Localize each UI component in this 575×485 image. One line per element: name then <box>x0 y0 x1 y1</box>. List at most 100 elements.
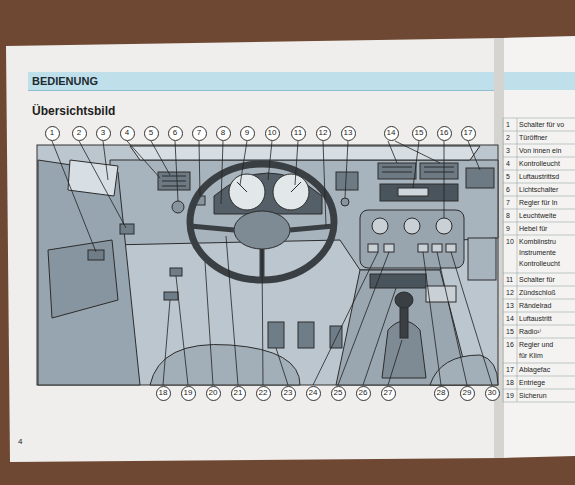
callout-text: 30 <box>488 389 497 397</box>
table-cell: Entriege <box>519 379 545 387</box>
table-cell: Radio¹⁾ <box>519 328 541 336</box>
table-cell: 9 <box>506 225 510 233</box>
dashboard-drawing <box>38 146 498 385</box>
table-cell: 1 <box>506 121 510 129</box>
table-cell: Schalter für <box>519 276 555 284</box>
callout-number: 3 <box>96 126 111 141</box>
callout-number: 13 <box>341 126 356 141</box>
table-cell: Schalter für vo <box>519 121 564 129</box>
callout-text: 21 <box>234 389 243 397</box>
table-cell: Leuchtweite <box>519 212 556 220</box>
callout-number: 16 <box>437 126 452 141</box>
table-cell: 14 <box>506 315 514 323</box>
callout-text: 17 <box>464 129 473 137</box>
callout-text: 28 <box>437 389 446 397</box>
table-cell: 5 <box>506 173 510 181</box>
callout-number: 24 <box>306 386 321 401</box>
table-cell: Zündschloß <box>519 289 556 297</box>
section-band: BEDIENUNG <box>28 72 494 91</box>
callout-text: 12 <box>319 129 328 137</box>
callout-text: 7 <box>197 129 201 137</box>
right-page <box>502 36 575 458</box>
callout-number: 26 <box>356 386 371 401</box>
leader-lines <box>52 141 492 385</box>
table-cell: 10 <box>506 238 514 246</box>
table-cell: Ablagefac <box>519 366 550 374</box>
callout-text: 24 <box>309 389 318 397</box>
page-title: Übersichtsbild <box>32 104 115 118</box>
table-cell: Kontrolleucht <box>519 260 560 268</box>
table-cell: Regler für In <box>519 199 558 207</box>
callout-number: 17 <box>461 126 476 141</box>
callout-text: 25 <box>334 389 343 397</box>
table-cell: Von innen ein <box>519 147 561 155</box>
callout-text: 20 <box>209 389 218 397</box>
table-cell: 11 <box>506 276 513 284</box>
table-cell: Luftaustrittsd <box>519 173 559 181</box>
callout-number: 22 <box>256 386 271 401</box>
callout-number: 15 <box>412 126 427 141</box>
callout-number: 30 <box>485 386 500 401</box>
table-cell: Türöffner <box>519 134 547 142</box>
table-cell: 8 <box>506 212 510 220</box>
callout-number: 23 <box>281 386 296 401</box>
callout-number: 18 <box>156 386 171 401</box>
table-cell: 19 <box>506 392 514 400</box>
table-cell: 15 <box>506 328 514 336</box>
table-cell: 6 <box>506 186 510 194</box>
table-cell: 7 <box>506 199 510 207</box>
callout-number: 9 <box>240 126 255 141</box>
callout-number: 1 <box>45 126 60 141</box>
table-cell: Regler und <box>519 341 553 349</box>
callout-text: 19 <box>184 389 193 397</box>
callout-number: 2 <box>72 126 87 141</box>
table-grid <box>503 118 575 402</box>
callout-number: 10 <box>265 126 280 141</box>
table-cell: Sicherun <box>519 392 547 400</box>
table-cell: Hebel für <box>519 225 547 233</box>
callout-text: 3 <box>101 129 105 137</box>
callout-text: 23 <box>284 389 293 397</box>
callout-text: 22 <box>259 389 268 397</box>
table-cell: 4 <box>506 160 510 168</box>
illustration-frame <box>37 145 498 385</box>
table-cell: Kombiinstru <box>519 238 556 246</box>
callout-number: 21 <box>231 386 246 401</box>
table-cell: 13 <box>506 302 514 310</box>
callout-number: 5 <box>144 126 159 141</box>
callout-number: 27 <box>381 386 396 401</box>
table-cell: Kontrolleucht <box>519 160 560 168</box>
callout-text: 29 <box>463 389 472 397</box>
callout-text: 8 <box>221 129 225 137</box>
callout-text: 16 <box>440 129 449 137</box>
table-cell: 12 <box>506 289 514 297</box>
callout-number: 20 <box>206 386 221 401</box>
table-cell: Luftaustritt <box>519 315 552 323</box>
page-number: 4 <box>18 438 22 446</box>
callout-text: 18 <box>159 389 168 397</box>
header-band <box>504 72 575 90</box>
callout-text: 6 <box>173 129 177 137</box>
callout-text: 4 <box>125 129 129 137</box>
callout-text: 9 <box>245 129 249 137</box>
callout-number: 19 <box>181 386 196 401</box>
table-cell: 3 <box>506 147 510 155</box>
callout-number: 14 <box>384 126 399 141</box>
callout-text: 13 <box>344 129 353 137</box>
callout-text: 10 <box>268 129 277 137</box>
callout-text: 11 <box>294 129 302 137</box>
callout-number: 7 <box>192 126 207 141</box>
callout-text: 2 <box>77 129 81 137</box>
callout-number: 4 <box>120 126 135 141</box>
callout-number: 11 <box>291 126 306 141</box>
callout-number: 8 <box>216 126 231 141</box>
table-cell: Instrumente <box>519 249 556 257</box>
left-page <box>6 38 502 462</box>
table-cell: Lichtschalter <box>519 186 558 194</box>
callout-text: 27 <box>384 389 393 397</box>
callout-number: 25 <box>331 386 346 401</box>
table-cell: Rändelrad <box>519 302 551 310</box>
callout-text: 15 <box>415 129 424 137</box>
table-cell: 17 <box>506 366 514 374</box>
callout-text: 5 <box>149 129 153 137</box>
